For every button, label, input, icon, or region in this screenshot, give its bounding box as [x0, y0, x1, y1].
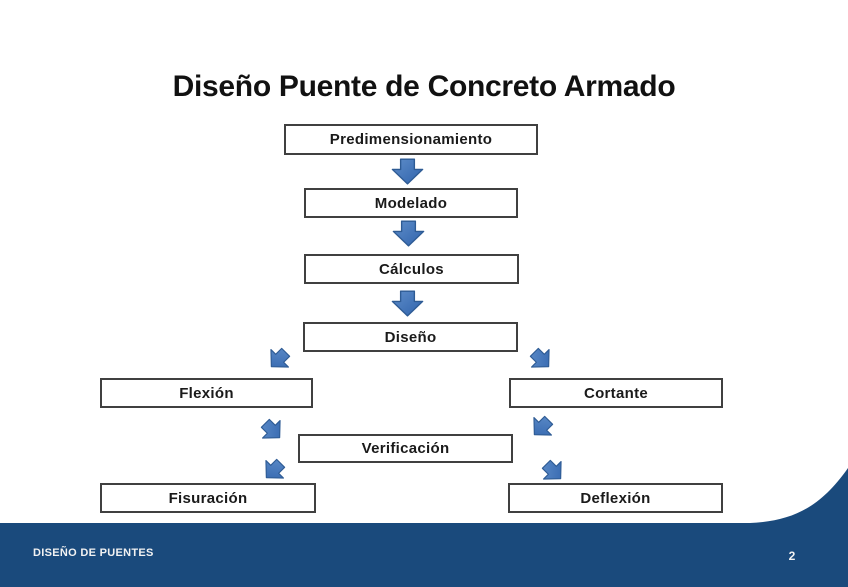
flow-box-fisuracion: Fisuración [100, 483, 316, 513]
flow-box-cortante: Cortante [509, 378, 723, 408]
slide-title: Diseño Puente de Concreto Armado [172, 70, 676, 103]
flow-box-deflexion: Deflexión [508, 483, 723, 513]
flow-box-verificacion: Verificación [298, 434, 513, 463]
down-right-arrow-icon-diseno-cortante [525, 343, 558, 376]
flow-box-label: Flexión [179, 384, 234, 402]
flow-box-label: Verificación [361, 440, 450, 457]
footer-swoosh-band [0, 468, 848, 587]
flow-box-label: Deflexión [580, 489, 651, 507]
flow-box-label: Cortante [583, 384, 649, 402]
flow-box-label: Predimensionamiento [329, 131, 493, 148]
flow-box-flexion: Flexión [100, 378, 313, 408]
flow-box-diseno: Diseño [303, 322, 518, 352]
down-left-arrow-icon-cortante-verificacion [525, 411, 558, 444]
flow-box-modelado: Modelado [304, 188, 518, 218]
down-left-arrow-icon-diseno-flexion [262, 343, 295, 376]
flow-box-predimensionamiento: Predimensionamiento [284, 124, 538, 155]
flow-box-label: Modelado [374, 194, 448, 212]
footer-page-number: 2 [788, 549, 796, 563]
down-arrow-icon-calculos-diseno [391, 290, 424, 317]
flow-box-label: Cálculos [379, 260, 444, 278]
down-arrow-icon-modelado-calculos [392, 220, 425, 247]
flow-box-label: Diseño [384, 328, 437, 346]
flow-box-label: Fisuración [168, 489, 248, 507]
flow-box-calculos: Cálculos [304, 254, 519, 284]
down-right-arrow-icon-flexion-verificacion [256, 414, 289, 447]
down-arrow-icon-predimensionamiento-modelado [391, 158, 424, 185]
footer-course-title: DISEÑO DE PUENTES [33, 547, 154, 559]
